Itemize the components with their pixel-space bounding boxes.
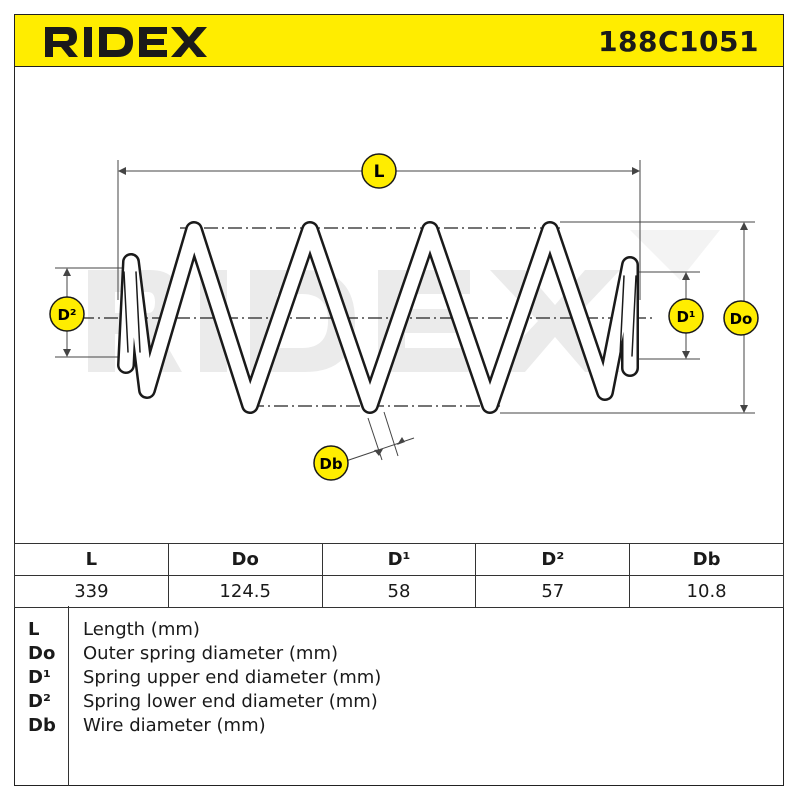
part-number: 188C1051: [598, 25, 759, 58]
legend-item: D¹ Spring upper end diameter (mm): [14, 667, 784, 691]
value-cell-length: 339: [14, 575, 169, 608]
legend-description: Outer spring diameter (mm): [83, 643, 339, 664]
value-cell-lower-end-diameter: 57: [475, 575, 631, 608]
upper-end-diameter-label: D¹: [668, 298, 704, 334]
legend-key: Db: [28, 715, 56, 736]
svg-text:D²: D²: [57, 306, 76, 324]
legend-description: Spring lower end diameter (mm): [83, 691, 378, 712]
legend: L Length (mm) Do Outer spring diameter (…: [14, 606, 784, 786]
legend-key: D¹: [28, 667, 51, 688]
svg-text:Db: Db: [319, 455, 342, 473]
legend-key: L: [28, 619, 40, 640]
legend-divider: [68, 606, 69, 786]
legend-item: L Length (mm): [14, 619, 784, 643]
legend-description: Spring upper end diameter (mm): [83, 667, 382, 688]
outer-diameter-label: Do: [723, 300, 759, 336]
table-header-row: L Do D¹ D² Db: [14, 543, 784, 576]
lower-end-diameter-label: D²: [49, 296, 85, 332]
svg-text:L: L: [374, 162, 385, 182]
legend-description: Length (mm): [83, 619, 200, 640]
wire-diameter-label: Db: [313, 445, 349, 481]
length-label: L: [361, 153, 397, 189]
value-cell-wire-diameter: 10.8: [629, 575, 784, 608]
header-cell-wire-diameter: Db: [629, 543, 784, 576]
value-cell-outer-diameter: 124.5: [167, 575, 323, 608]
spec-table: L Do D¹ D² Db 339 124.5 58 57 10.8: [14, 543, 784, 608]
legend-item: Db Wire diameter (mm): [14, 715, 784, 739]
header-cell-length: L: [14, 543, 169, 576]
legend-item: D² Spring lower end diameter (mm): [14, 691, 784, 715]
header-cell-upper-end-diameter: D¹: [321, 543, 477, 576]
svg-text:Do: Do: [730, 310, 753, 328]
legend-description: Wire diameter (mm): [83, 715, 266, 736]
spring-coils: [117, 221, 639, 414]
legend-key: D²: [28, 691, 51, 712]
spring-diagram: L D² D¹ Do Db: [49, 153, 759, 481]
table-row: 339 124.5 58 57 10.8: [14, 575, 784, 608]
header-cell-lower-end-diameter: D²: [475, 543, 631, 576]
ridex-logo: [45, 27, 207, 57]
legend-key: Do: [28, 643, 56, 664]
legend-item: Do Outer spring diameter (mm): [14, 643, 784, 667]
svg-text:D¹: D¹: [676, 308, 695, 326]
header-cell-outer-diameter: Do: [167, 543, 323, 576]
value-cell-upper-end-diameter: 58: [321, 575, 477, 608]
header-bar: 188C1051: [14, 14, 784, 67]
